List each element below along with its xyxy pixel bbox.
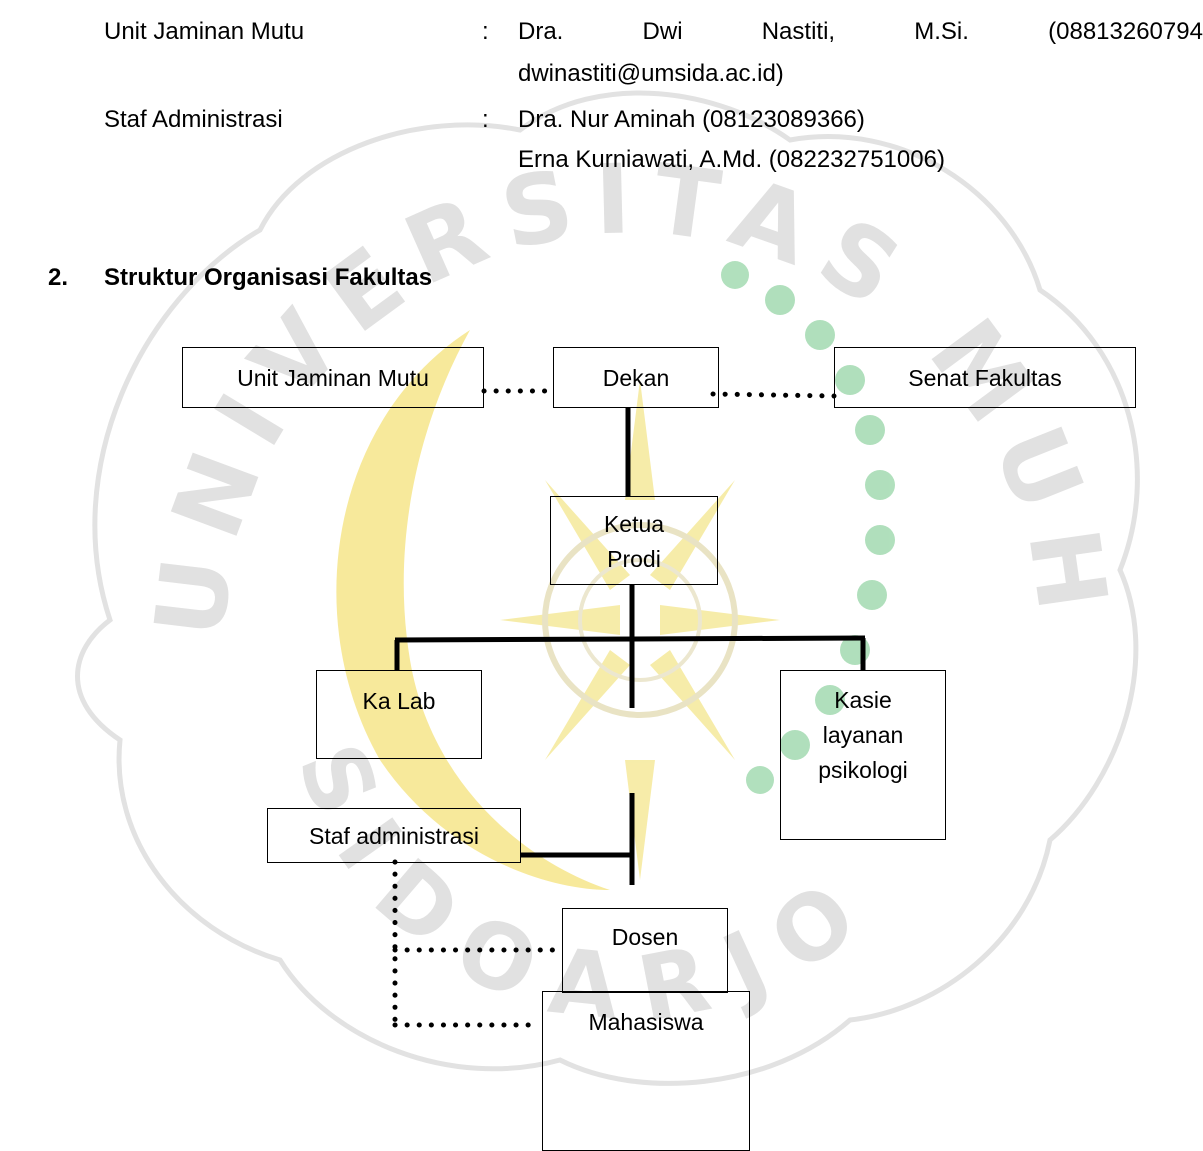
org-box-label-line: psikologi	[818, 757, 908, 783]
org-box-ketua-prodi: Ketua Prodi	[550, 496, 718, 585]
org-box-dosen: Dosen	[562, 908, 728, 993]
section-number: 2.	[48, 264, 69, 291]
label-unit-jaminan-mutu: Unit Jaminan Mutu	[104, 18, 305, 45]
word: Dwi	[642, 18, 683, 45]
value-staf-administrasi-line2: Erna Kurniawati, A.Md. (082232751006)	[518, 146, 945, 173]
separator-colon: :	[482, 106, 489, 133]
org-box-senat-fakultas: Senat Fakultas	[834, 347, 1136, 408]
org-box-mahasiswa: Mahasiswa	[542, 991, 750, 1151]
org-box-label-line: Prodi	[607, 546, 661, 572]
org-box-dekan: Dekan	[553, 347, 719, 408]
org-box-label: Staf administrasi	[308, 823, 479, 849]
sun-rays	[500, 380, 780, 880]
crescent	[336, 330, 610, 890]
org-box-label-line: Ketua	[603, 511, 665, 537]
org-box-label: Unit Jaminan Mutu	[237, 365, 429, 391]
line-branch-horizontal	[394, 635, 866, 643]
separator-colon: :	[482, 18, 489, 45]
word: (08813260794	[1048, 18, 1203, 45]
org-box-label-line: layanan	[822, 722, 904, 748]
org-box-label-line: Kasie	[834, 687, 892, 713]
org-box-kasie-layanan-psikologi: Kasie layanan psikologi	[780, 670, 946, 840]
org-box-label: Senat Fakultas	[908, 365, 1062, 391]
org-box-label: Dosen	[611, 924, 679, 950]
org-box-label: Ka Lab	[362, 688, 436, 714]
word: M.Si.	[914, 18, 969, 45]
org-box-label: Mahasiswa	[588, 1009, 704, 1035]
value-staf-administrasi-line1: Dra. Nur Aminah (08123089366)	[518, 106, 865, 133]
value-unit-jaminan-mutu-line2: dwinastiti@umsida.ac.id)	[518, 60, 784, 87]
org-box-ka-lab: Ka Lab	[316, 670, 482, 759]
word: Nastiti,	[761, 18, 836, 45]
value-unit-jaminan-mutu-line1: Dra. Dwi Nastiti, M.Si. (08813260794	[518, 16, 1203, 48]
dotted-dekan-senat	[710, 391, 837, 399]
section-title: Struktur Organisasi Fakultas	[104, 264, 433, 291]
label-staf-administrasi: Staf Administrasi	[104, 106, 283, 133]
org-box-label: Dekan	[602, 365, 670, 391]
org-box-unit-jaminan-mutu: Unit Jaminan Mutu	[182, 347, 484, 408]
org-box-staf-administrasi: Staf administrasi	[267, 808, 521, 863]
word: Dra.	[518, 18, 564, 45]
